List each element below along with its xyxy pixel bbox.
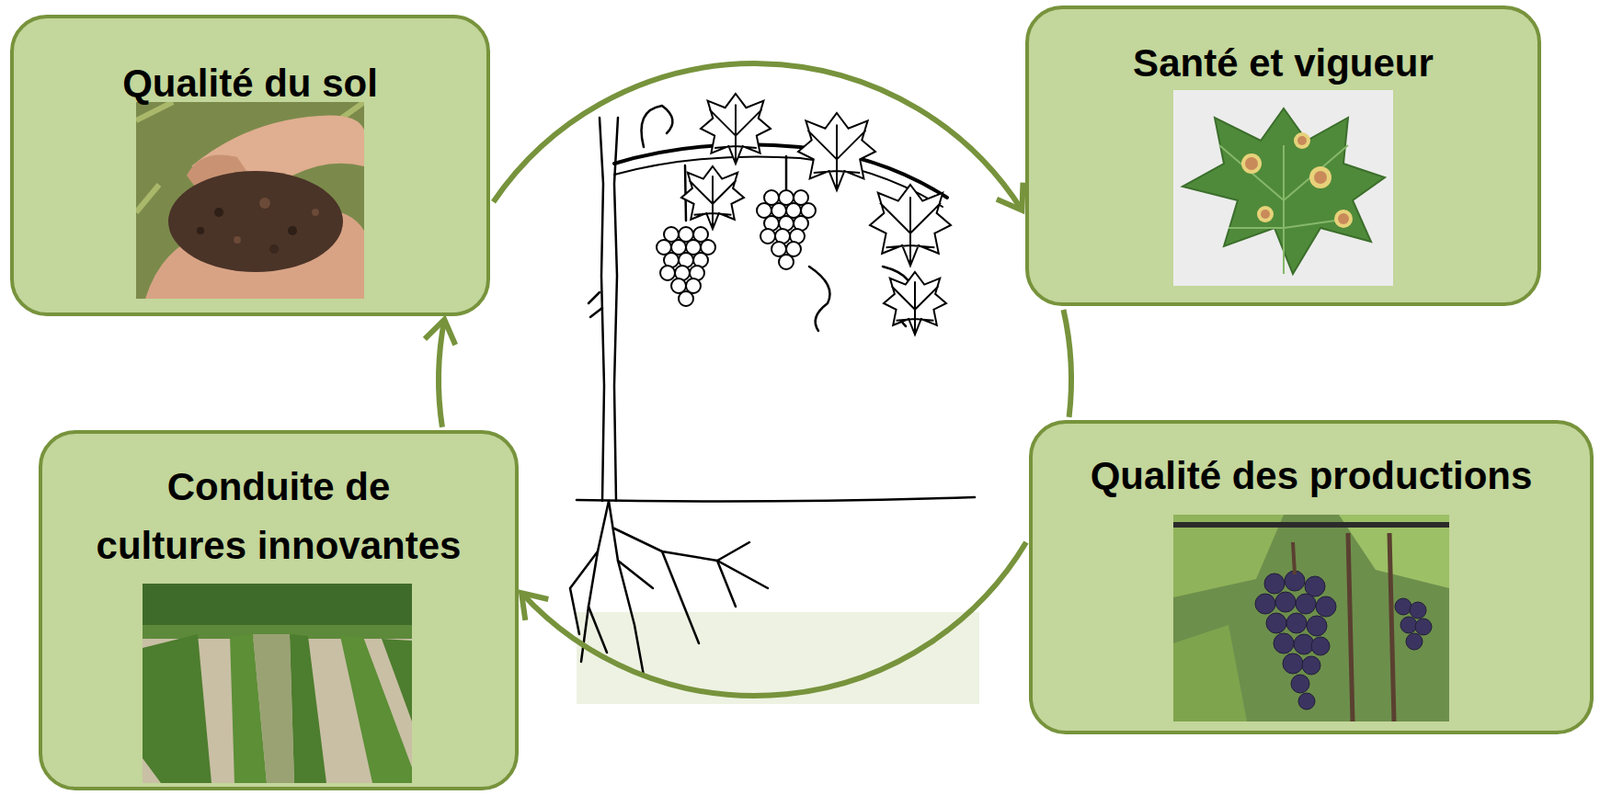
soil-photo — [136, 102, 365, 299]
box-title: Qualité du sol — [122, 56, 378, 112]
box-title: Qualité des productions — [1090, 448, 1533, 504]
leaf-photo — [1173, 90, 1394, 286]
arrow-head — [996, 182, 1024, 211]
theme-box: Qualité des productions — [1028, 420, 1594, 735]
ground-band — [576, 612, 980, 705]
vine-drawing — [570, 105, 975, 676]
theme-box: Conduite de cultures innovantes — [38, 430, 519, 791]
cycle-arc — [493, 63, 1024, 211]
arrow-head — [521, 593, 549, 621]
cycle-arc — [424, 320, 456, 428]
theme-box: Qualité du sol — [10, 14, 491, 317]
box-title: Conduite de cultures innovantes — [90, 457, 468, 576]
cycle-arc — [1063, 309, 1073, 418]
vineyard-photo — [142, 583, 412, 784]
theme-box: Santé et vigueur — [1025, 5, 1542, 307]
grapes-photo — [1173, 514, 1450, 722]
arrow-head — [424, 320, 456, 346]
cycle-arc — [521, 542, 1027, 697]
box-title: Santé et vigueur — [1132, 35, 1434, 92]
